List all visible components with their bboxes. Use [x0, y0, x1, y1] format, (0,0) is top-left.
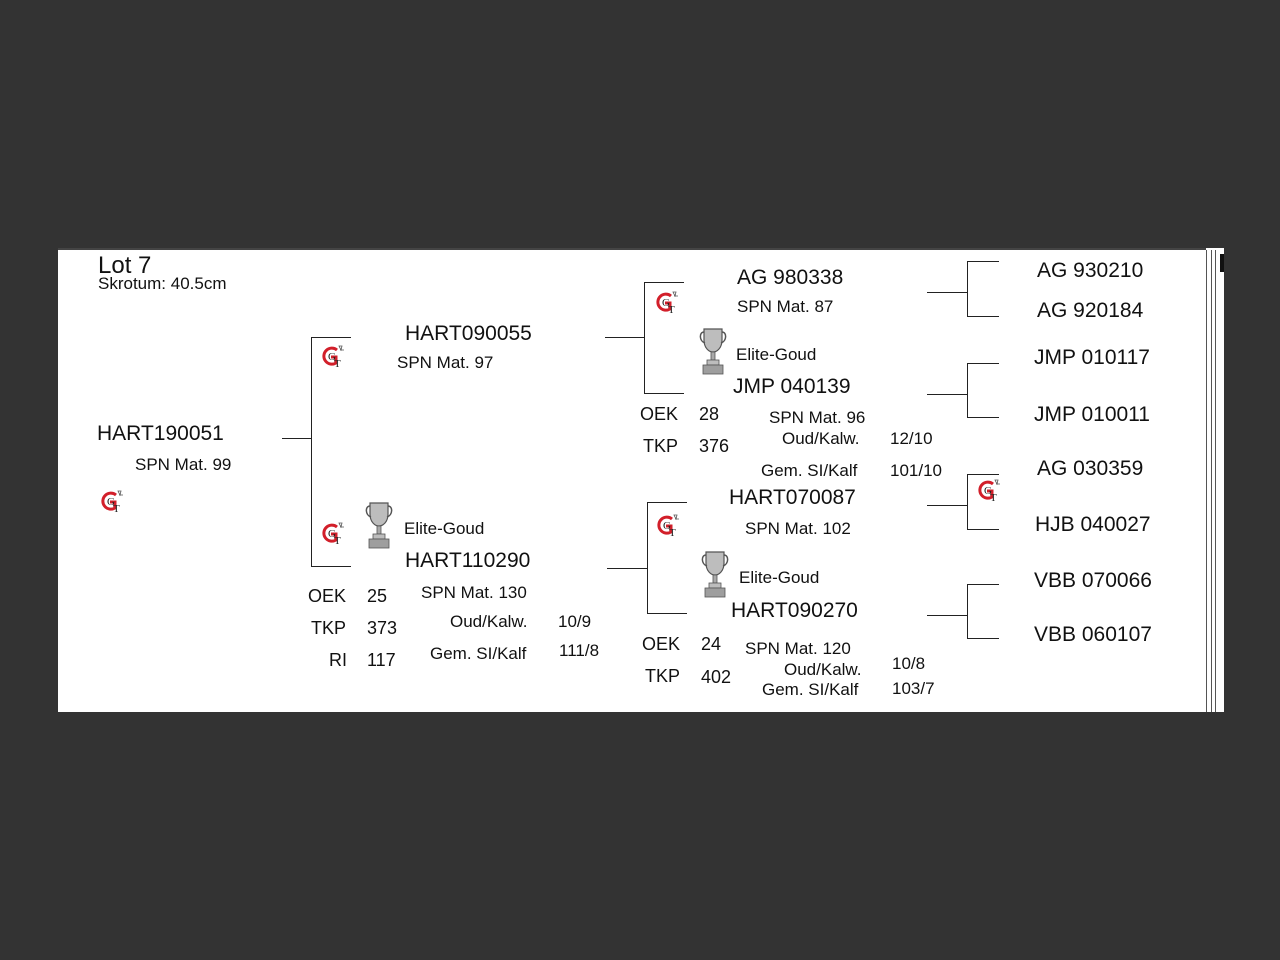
- sd-oek-label: OEK: [640, 404, 679, 424]
- connector: [644, 282, 684, 283]
- ds-id: HART070087: [729, 486, 856, 509]
- gt-logo-icon: [976, 478, 1002, 504]
- dd-oud-value: 10/8: [892, 654, 926, 673]
- dam-oud-value: 10/9: [558, 612, 592, 631]
- dd-gem-label: Gem. SI/Kalf: [762, 680, 859, 699]
- dd-badge: Elite-Goud: [739, 568, 820, 587]
- ss-id: AG 980338: [737, 266, 844, 289]
- dd-oud-label: Oud/Kalw.: [784, 660, 862, 679]
- sire-id: HART090055: [405, 322, 532, 345]
- right-border: [1206, 250, 1207, 712]
- dam-oek-label: OEK: [308, 586, 347, 606]
- connector: [647, 502, 648, 614]
- dam-oud-label: Oud/Kalw.: [450, 612, 528, 631]
- ds-spn: SPN Mat. 102: [745, 519, 851, 538]
- sd-gem-value: 101/10: [890, 461, 942, 480]
- ggp-4: JMP 010011: [1034, 403, 1150, 426]
- connector: [647, 502, 687, 503]
- dam-ri-label: RI: [329, 650, 347, 670]
- sd-spn: SPN Mat. 96: [769, 408, 866, 427]
- dd-oek-value: 24: [701, 634, 722, 654]
- sd-badge: Elite-Goud: [736, 345, 817, 364]
- top-border: [58, 248, 1206, 250]
- dam-gem-label: Gem. SI/Kalf: [430, 644, 527, 663]
- dam-badge: Elite-Goud: [404, 519, 485, 538]
- sd-tkp-value: 376: [699, 436, 730, 456]
- dam-oek-value: 25: [367, 586, 388, 606]
- connector: [967, 474, 999, 475]
- connector: [967, 363, 968, 418]
- connector: [967, 638, 999, 639]
- dd-gem-value: 103/7: [892, 679, 935, 698]
- right-border-3: [1215, 250, 1216, 712]
- connector: [927, 292, 967, 293]
- dam-tkp-value: 373: [367, 618, 398, 638]
- connector: [927, 615, 967, 616]
- connector: [605, 337, 645, 338]
- sd-oek-value: 28: [699, 404, 720, 424]
- sd-oud-label: Oud/Kalw.: [782, 429, 860, 448]
- connector: [644, 393, 684, 394]
- connector: [967, 261, 999, 262]
- subject-spn: SPN Mat. 99: [135, 455, 232, 474]
- connector: [644, 282, 645, 394]
- gt-logo-icon: [655, 513, 681, 539]
- ggp-5: AG 030359: [1037, 457, 1144, 480]
- ggp-6: HJB 040027: [1035, 513, 1151, 536]
- connector: [647, 613, 687, 614]
- ggp-3: JMP 010117: [1034, 346, 1150, 369]
- sd-id: JMP 040139: [733, 375, 851, 398]
- connector: [967, 316, 999, 317]
- connector: [927, 505, 967, 506]
- trophy-icon: [698, 326, 728, 376]
- connector: [967, 584, 999, 585]
- ggp-8: VBB 060107: [1034, 623, 1152, 646]
- sd-oud-value: 12/10: [890, 429, 933, 448]
- trophy-icon: [364, 500, 394, 550]
- gt-logo-icon: [654, 290, 680, 316]
- gt-logo-icon: [320, 344, 346, 370]
- dam-id: HART110290: [405, 549, 531, 572]
- sire-spn: SPN Mat. 97: [397, 353, 494, 372]
- trophy-icon: [700, 549, 730, 599]
- gt-logo-icon: [320, 521, 346, 547]
- subject-id: HART190051: [97, 422, 224, 445]
- sd-tkp-label: TKP: [643, 436, 679, 456]
- ss-spn: SPN Mat. 87: [737, 297, 834, 316]
- dd-id: HART090270: [731, 599, 858, 622]
- connector: [311, 566, 351, 567]
- next-page-fragment: [1220, 254, 1224, 272]
- dd-spn: SPN Mat. 120: [745, 639, 851, 658]
- dd-tkp-label: TKP: [645, 666, 681, 686]
- ggp-2: AG 920184: [1037, 299, 1144, 322]
- dam-tkp-label: TKP: [311, 618, 347, 638]
- dam-gem-value: 111/8: [559, 641, 600, 660]
- connector: [967, 261, 968, 317]
- connector: [311, 337, 351, 338]
- dam-ri-value: 117: [367, 650, 396, 670]
- connector: [282, 438, 311, 439]
- connector: [967, 417, 999, 418]
- skrotum-text: Skrotum: 40.5cm: [98, 274, 227, 293]
- connector: [967, 529, 999, 530]
- right-border-2: [1211, 250, 1212, 712]
- connector: [967, 474, 968, 530]
- connector: [607, 568, 647, 569]
- connector: [311, 337, 312, 567]
- connector: [967, 584, 968, 639]
- ggp-7: VBB 070066: [1034, 569, 1152, 592]
- gt-logo-icon: [99, 489, 125, 515]
- connector: [967, 363, 999, 364]
- dd-tkp-value: 402: [701, 667, 732, 687]
- dd-oek-label: OEK: [642, 634, 681, 654]
- ggp-1: AG 930210: [1037, 259, 1144, 282]
- sd-gem-label: Gem. SI/Kalf: [761, 461, 858, 480]
- connector: [927, 394, 967, 395]
- lot-title: Lot 7: [98, 252, 152, 279]
- dam-spn: SPN Mat. 130: [421, 583, 527, 602]
- pedigree-sheet: Lot 7 Skrotum: 40.5cm HART190051 SPN Mat…: [58, 248, 1224, 712]
